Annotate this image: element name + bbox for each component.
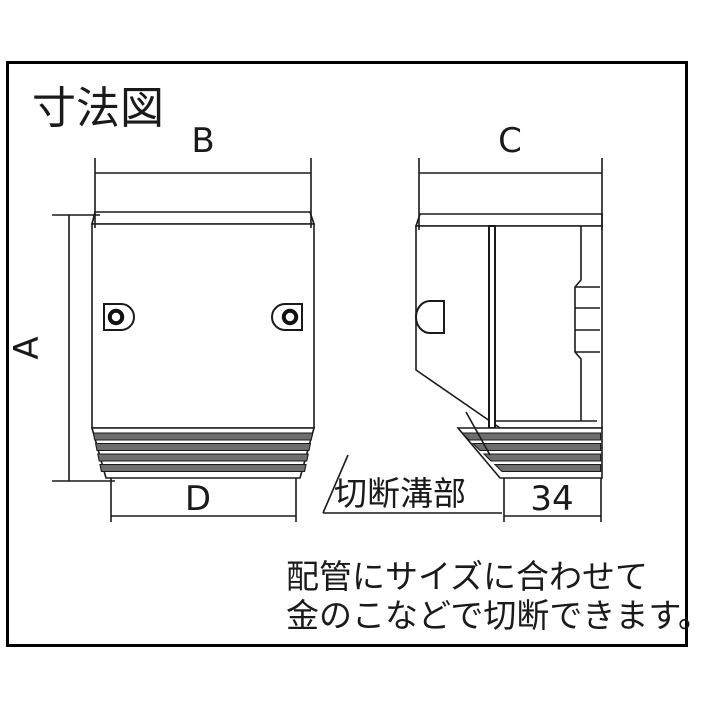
dimension-c-label: C <box>498 121 522 161</box>
side-view-rib-detail <box>574 226 582 421</box>
groove-callout-leader-left <box>322 454 349 514</box>
cutting-note: 配管にサイズに合わせて 金のこなどで切断できます。 <box>286 557 711 635</box>
groove-band <box>97 453 309 462</box>
cutting-note-line2: 金のこなどで切断できます。 <box>286 596 711 635</box>
groove-band <box>460 432 602 441</box>
cutting-note-line1: 配管にサイズに合わせて <box>286 557 648 596</box>
bolt-hole-left <box>107 308 125 326</box>
side-view-bolt-tab <box>415 300 445 334</box>
groove-callout-label: 切断溝部 <box>334 474 466 513</box>
dimension-c: C <box>418 121 603 230</box>
dimension-d-label: D <box>185 479 211 519</box>
front-view: B A D <box>7 121 316 522</box>
dimension-34-value: 34 <box>530 479 573 519</box>
side-view-groove-section <box>456 427 603 479</box>
front-view-top-lip <box>90 211 316 225</box>
dimension-a-label: A <box>7 336 47 359</box>
groove-band <box>482 453 602 462</box>
dimension-34: 34 <box>503 478 602 522</box>
front-view-groove-section <box>90 427 316 479</box>
side-view: C 34 <box>414 121 603 522</box>
groove-band <box>94 442 312 452</box>
side-view-inner-wall <box>488 225 496 429</box>
groove-band <box>92 432 314 441</box>
dimension-a: A <box>7 214 115 482</box>
groove-callout: 切断溝部 <box>322 411 502 514</box>
groove-band <box>493 463 602 473</box>
groove-callout-leader-right <box>465 411 491 456</box>
groove-band <box>471 442 602 452</box>
side-view-top-lip <box>414 213 603 227</box>
page-title: 寸法図 <box>32 83 164 134</box>
groove-band <box>99 463 307 473</box>
dimension-b-label: B <box>191 121 214 161</box>
bolt-hole-right <box>281 308 299 326</box>
bolt-tab-left <box>103 303 135 331</box>
dimension-d: D <box>110 478 297 522</box>
bolt-tab-right <box>271 303 303 331</box>
dimension-b: B <box>94 121 312 228</box>
